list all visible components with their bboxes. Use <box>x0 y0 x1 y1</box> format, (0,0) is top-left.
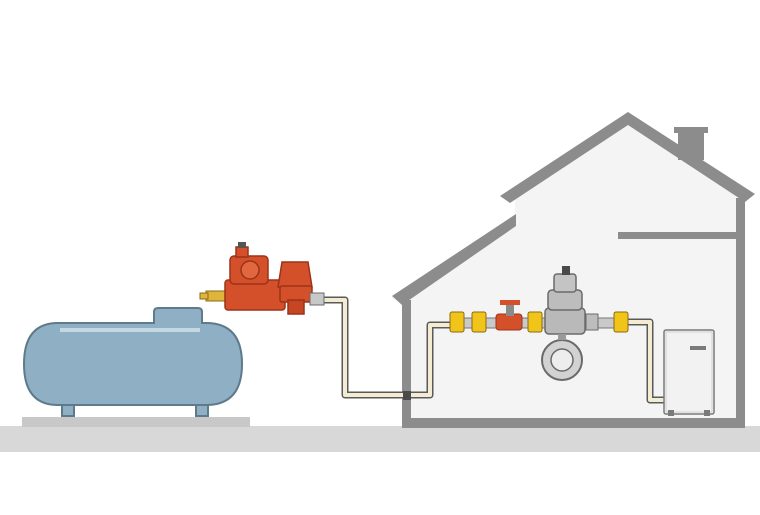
underground-supply-line <box>322 296 455 400</box>
boiler-supply-line <box>625 318 665 404</box>
gas-meter-assembly <box>449 266 629 381</box>
tank-regulator-assembly <box>199 242 325 315</box>
gas-storage-tank <box>22 307 244 417</box>
gas-boiler <box>663 329 715 416</box>
ground <box>0 417 760 452</box>
